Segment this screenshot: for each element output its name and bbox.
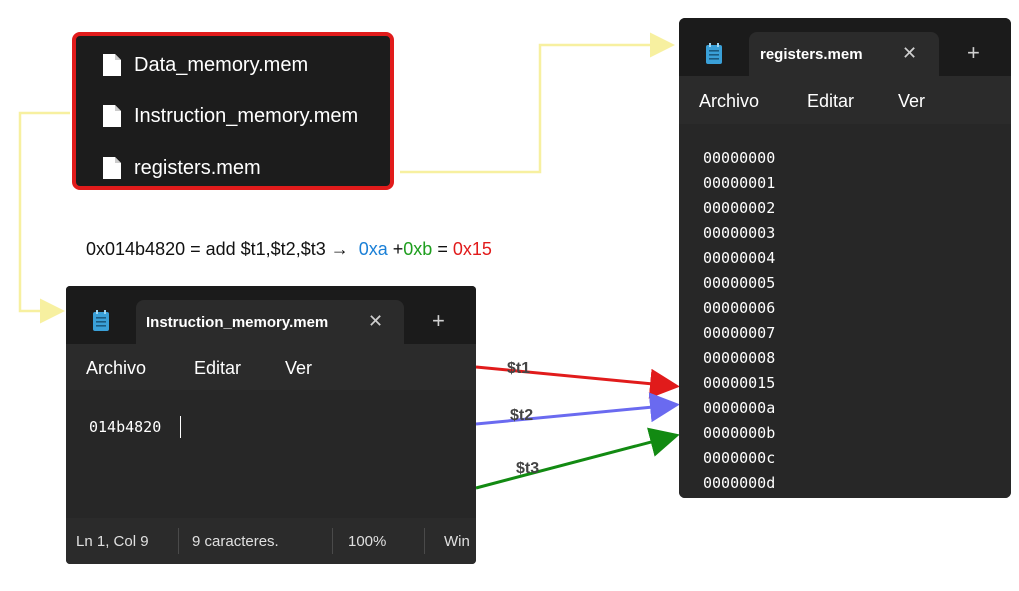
- status-divider: [178, 528, 179, 554]
- menu-ver[interactable]: Ver: [285, 358, 313, 378]
- file-icon: [103, 105, 121, 127]
- file-icon: [103, 157, 121, 179]
- file-item-data-memory[interactable]: Data_memory.mem: [102, 50, 308, 80]
- menu-ver[interactable]: Ver: [898, 91, 926, 111]
- new-tab-button[interactable]: +: [432, 308, 445, 333]
- register-line: 0000000c: [703, 449, 776, 467]
- status-char-count: 9 caracteres.: [192, 533, 279, 550]
- status-encoding[interactable]: Win: [444, 533, 470, 550]
- register-line: 00000007: [703, 324, 776, 342]
- formula-equals: =: [432, 239, 453, 259]
- register-line: 00000003: [703, 224, 776, 242]
- arrow-label-t1: $t1: [507, 360, 531, 377]
- menu-bar: Archivo Editar Ver: [66, 344, 476, 390]
- formula-prefix: 0x014b4820 = add $t1,$t2,$t3: [86, 239, 331, 259]
- register-line: 00000000: [703, 149, 776, 167]
- register-line: 00000006: [703, 299, 776, 317]
- arrow-t1: [475, 365, 680, 399]
- status-divider: [424, 528, 425, 554]
- formula-plus: +: [387, 239, 404, 259]
- register-line: 00000008: [703, 349, 776, 367]
- editor-content: 014b4820: [89, 418, 162, 436]
- close-tab-icon[interactable]: ✕: [368, 311, 384, 331]
- title-bar: registers.mem ✕ +: [679, 18, 1011, 76]
- file-item-registers[interactable]: registers.mem: [102, 153, 261, 183]
- status-divider: [332, 528, 333, 554]
- text-editor[interactable]: 014b4820: [66, 390, 476, 518]
- file-name: Instruction_memory.mem: [134, 104, 359, 127]
- menu-bar: Archivo Editar Ver: [679, 76, 1011, 124]
- menu-editar[interactable]: Editar: [194, 358, 242, 378]
- tab-title: registers.mem: [760, 45, 863, 63]
- text-cursor: [180, 416, 181, 438]
- register-line: 00000005: [703, 274, 776, 292]
- text-editor[interactable]: 00000000 00000001 00000002 00000003 00000004…: [679, 124, 1011, 498]
- instruction-formula: 0x014b4820 = add $t1,$t2,$t3 → 0xa +0xb …: [86, 239, 492, 260]
- tab-instruction-memory[interactable]: Instruction_memory.mem ✕: [136, 300, 404, 344]
- file-explorer-list: Data_memory.mem Instruction_memory.mem r…: [72, 32, 394, 190]
- tab-registers[interactable]: registers.mem ✕: [749, 32, 939, 76]
- tab-title: Instruction_memory.mem: [146, 313, 329, 331]
- formula-result: 0x15: [452, 239, 492, 259]
- connector-to-instruction: [18, 111, 70, 324]
- instruction-notepad-window: Instruction_memory.mem ✕ + Archivo Edita…: [66, 286, 476, 564]
- file-name: Data_memory.mem: [134, 53, 309, 76]
- registers-notepad-window: registers.mem ✕ + Archivo Editar Ver 000…: [679, 18, 1011, 498]
- connector-to-registers: [400, 32, 675, 174]
- notepad-icon: [706, 43, 722, 64]
- formula-arrow: →: [330, 239, 349, 259]
- register-line: 00000002: [703, 199, 776, 217]
- status-bar: Ln 1, Col 9 9 caracteres. 100% Win: [66, 518, 476, 564]
- arrow-t2: [475, 392, 680, 426]
- status-position: Ln 1, Col 9: [76, 533, 149, 550]
- menu-archivo[interactable]: Archivo: [86, 358, 147, 378]
- register-line: 0000000a: [703, 399, 776, 417]
- notepad-icon: [93, 310, 109, 331]
- register-line: 00000015: [703, 374, 776, 392]
- file-icon: [103, 54, 121, 76]
- arrow-label-t2: $t2: [510, 407, 534, 424]
- formula-op1: 0xa: [358, 239, 388, 259]
- formula-op2: 0xb: [403, 239, 433, 259]
- register-line: 0000000b: [703, 424, 776, 442]
- register-line: 00000001: [703, 174, 776, 192]
- file-name: registers.mem: [134, 156, 261, 179]
- register-line: 0000000d: [703, 474, 776, 492]
- close-tab-icon[interactable]: ✕: [902, 43, 918, 63]
- menu-editar[interactable]: Editar: [807, 91, 855, 111]
- arrow-t3: [475, 427, 680, 490]
- new-tab-button[interactable]: +: [967, 40, 980, 65]
- title-bar: Instruction_memory.mem ✕ +: [66, 286, 476, 344]
- arrow-label-t3: $t3: [516, 460, 540, 477]
- file-item-instruction-memory[interactable]: Instruction_memory.mem: [102, 101, 358, 131]
- menu-archivo[interactable]: Archivo: [699, 91, 760, 111]
- register-line: 00000004: [703, 249, 776, 267]
- status-zoom[interactable]: 100%: [348, 533, 387, 550]
